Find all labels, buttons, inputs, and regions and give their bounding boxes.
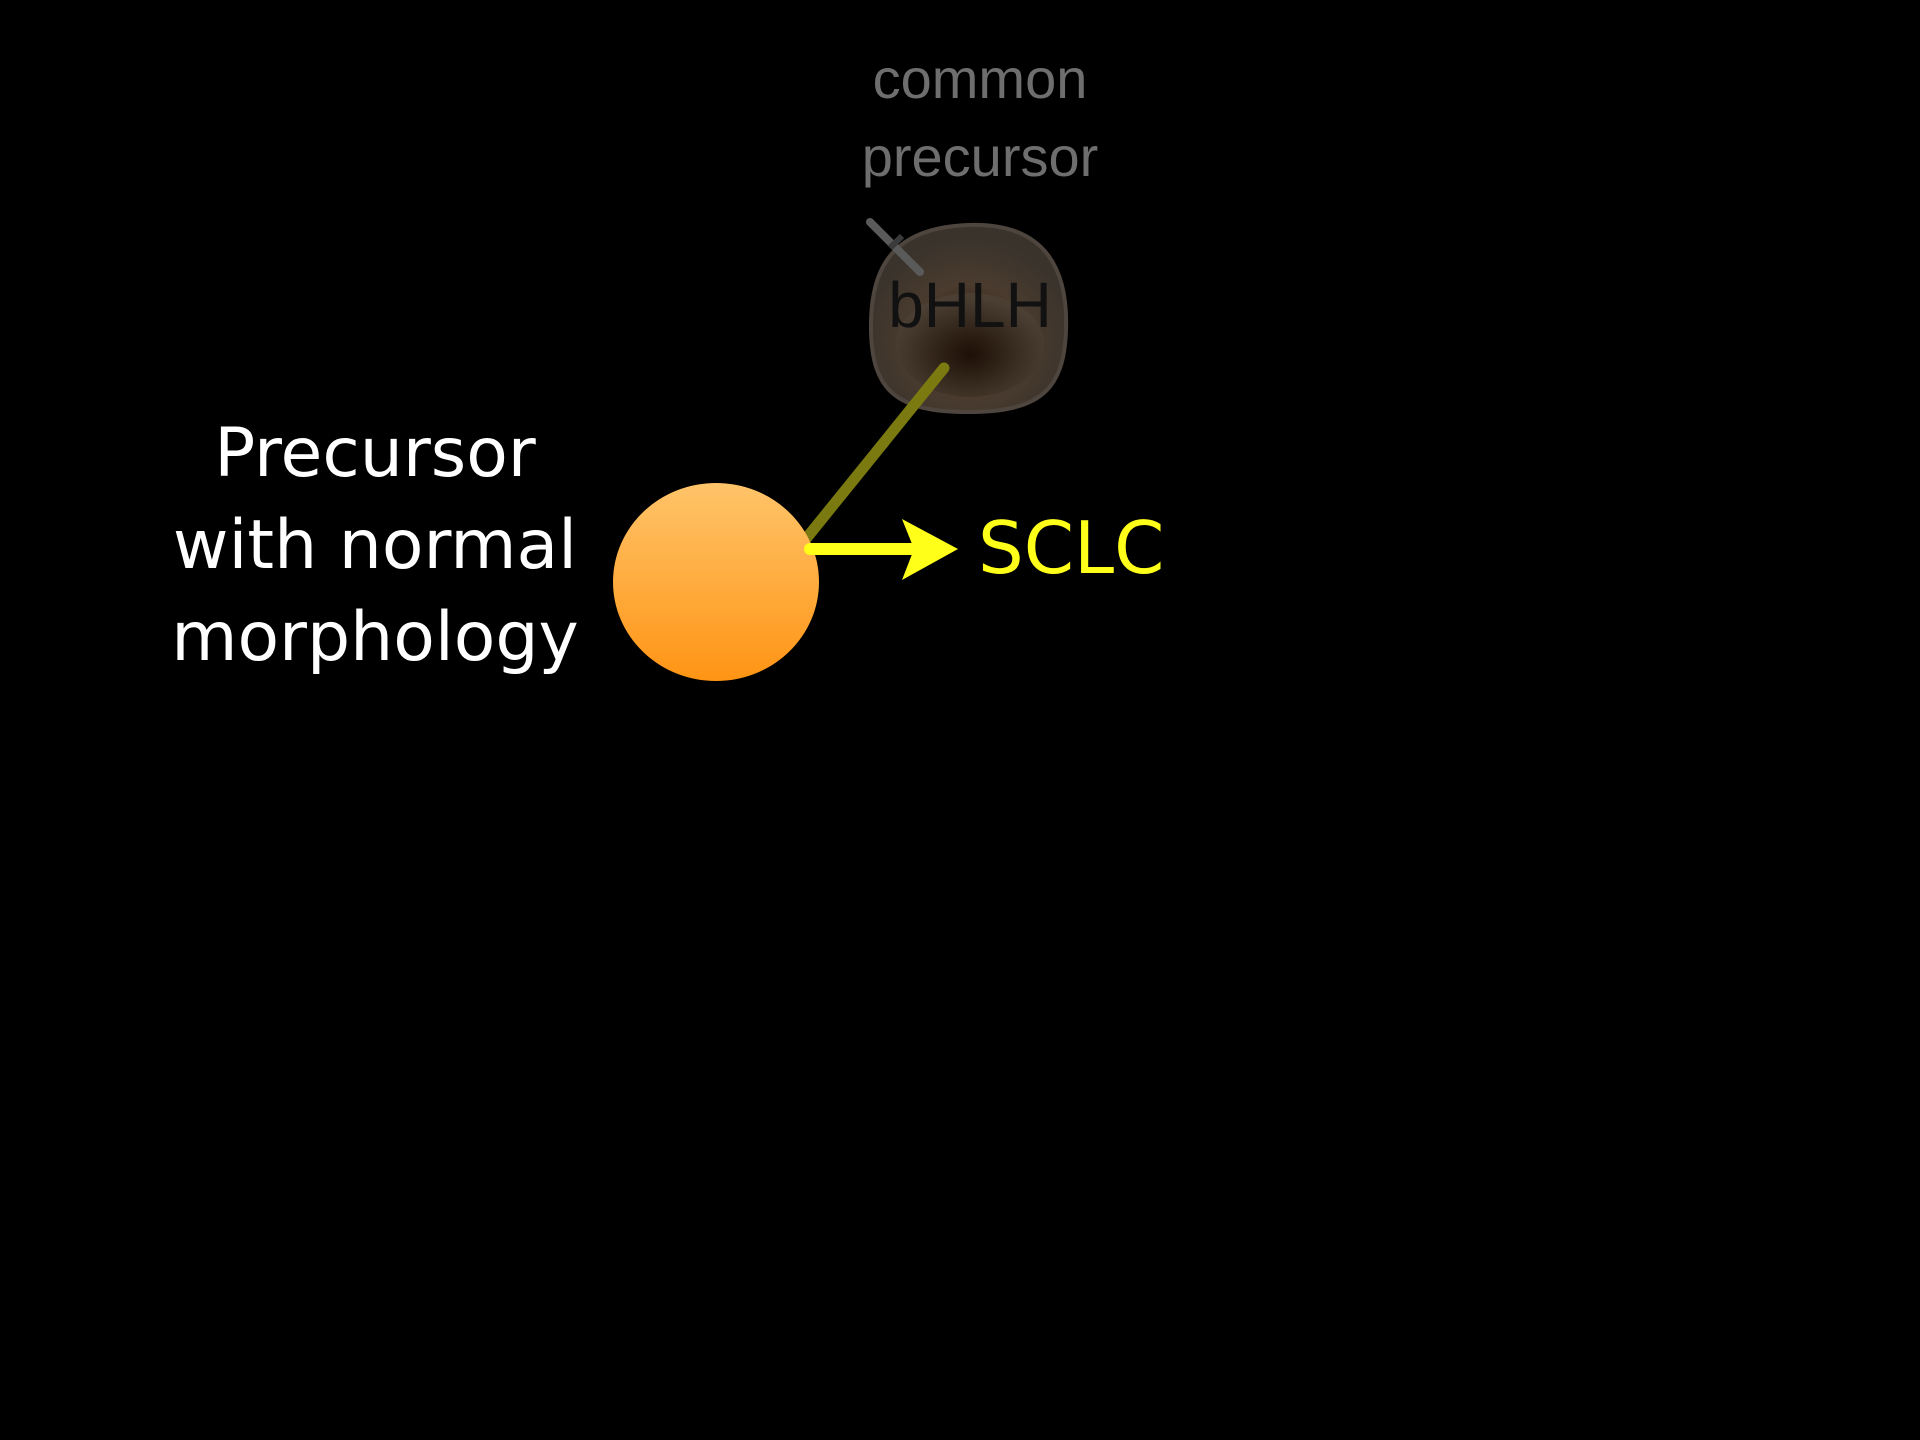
common-precursor-line-2: precursor [861,125,1099,188]
sclc-label: SCLC [978,506,1165,590]
arrow-right-icon [804,519,958,580]
precursor-label-line-3: morphology [171,598,579,677]
precursor-label-line-2: with normal [172,506,578,585]
common-precursor-label: common precursor [780,40,1180,196]
bhlh-label: bHLH [888,269,1052,341]
precursor-label-line-1: Precursor [214,414,536,493]
faded-pointer-icon [866,218,924,276]
orange-cell-icon [613,483,819,681]
common-precursor-line-1: common [872,47,1088,110]
precursor-normal-morphology-label: Precursor with normal morphology [150,408,600,684]
faded-connector-line [799,362,950,546]
